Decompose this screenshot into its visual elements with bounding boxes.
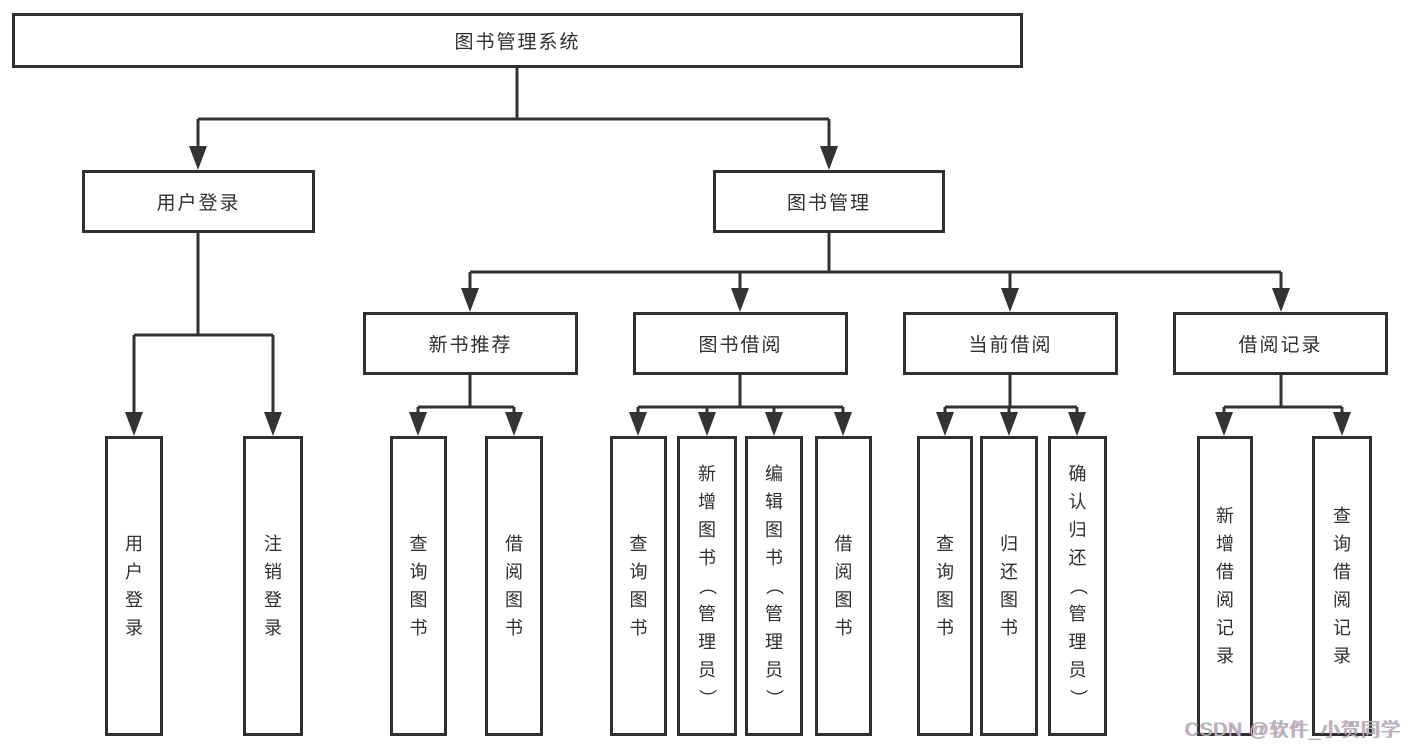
leaf-logout: 注销登录 xyxy=(243,436,303,736)
leaf-label: 借阅图书 xyxy=(834,534,853,638)
node-label: 图书管理 xyxy=(786,193,871,214)
leaf-label: 归还图书 xyxy=(1000,534,1018,638)
leaf-user-login: 用户登录 xyxy=(105,436,163,736)
leaf-query-borrow-record: 查询借阅记录 xyxy=(1312,436,1372,736)
leaf-return-books: 归还图书 xyxy=(980,436,1038,736)
leaf-label: 新增借阅记录 xyxy=(1216,506,1234,666)
node-new-book-recommend: 新书推荐 xyxy=(363,312,578,375)
arrowhead-icon xyxy=(1000,412,1018,436)
leaf-borrow-books: 借阅图书 xyxy=(815,436,872,736)
leaf-borrow-books: 借阅图书 xyxy=(485,436,543,736)
node-label: 图书管理系统 xyxy=(454,32,581,53)
leaf-label: 新增图书（管理员） xyxy=(697,464,717,707)
leaf-query-books: 查询图书 xyxy=(917,436,973,736)
connector-line xyxy=(1222,375,1344,418)
csdn-watermark: CSDN @软件_小贺同学 xyxy=(1185,720,1401,741)
node-library-management-system: 图书管理系统 xyxy=(12,13,1023,68)
leaf-query-books: 查询图书 xyxy=(610,436,667,736)
arrowhead-icon xyxy=(834,412,852,436)
connector-line xyxy=(468,233,1283,294)
arrowhead-icon xyxy=(731,288,749,312)
leaf-label: 编辑图书（管理员） xyxy=(764,464,784,707)
leaf-label: 查询图书 xyxy=(936,534,954,638)
connector-line xyxy=(132,233,275,418)
leaf-label: 确认归还（管理员） xyxy=(1067,464,1088,707)
node-book-management: 图书管理 xyxy=(713,170,945,233)
connector-line xyxy=(416,375,516,418)
leaf-add-books-admin: 新增图书（管理员） xyxy=(677,436,737,736)
leaf-confirm-return-admin: 确认归还（管理员） xyxy=(1048,436,1107,736)
arrowhead-icon xyxy=(264,412,282,436)
arrowhead-icon xyxy=(1001,288,1019,312)
arrowhead-icon xyxy=(461,288,479,312)
arrowhead-icon xyxy=(409,412,427,436)
leaf-label: 查询图书 xyxy=(409,534,428,638)
arrowhead-icon xyxy=(629,412,647,436)
leaf-edit-books-admin: 编辑图书（管理员） xyxy=(745,436,803,736)
arrowhead-icon xyxy=(1215,412,1233,436)
arrowhead-icon xyxy=(125,412,143,436)
leaf-label: 借阅图书 xyxy=(505,534,523,638)
leaf-label: 查询图书 xyxy=(629,534,648,638)
leaf-label: 用户登录 xyxy=(125,534,143,638)
connector-line xyxy=(636,375,845,418)
node-label: 当前借阅 xyxy=(968,335,1053,356)
leaf-label: 查询借阅记录 xyxy=(1333,506,1351,666)
node-label: 新书推荐 xyxy=(428,335,513,356)
node-borrow-records: 借阅记录 xyxy=(1173,312,1388,375)
leaf-query-books: 查询图书 xyxy=(390,436,447,736)
arrowhead-icon xyxy=(765,412,783,436)
arrowhead-icon xyxy=(820,146,838,170)
node-current-borrowing: 当前借阅 xyxy=(903,312,1118,375)
arrowhead-icon xyxy=(698,412,716,436)
arrowhead-icon xyxy=(1068,412,1086,436)
node-label: 用户登录 xyxy=(156,193,241,214)
node-label: 图书借阅 xyxy=(698,335,783,356)
node-label: 借阅记录 xyxy=(1238,335,1323,356)
arrowhead-icon xyxy=(1333,412,1351,436)
node-book-borrowing: 图书借阅 xyxy=(633,312,848,375)
arrowhead-icon xyxy=(189,146,207,170)
arrowhead-icon xyxy=(1272,288,1290,312)
connector-line xyxy=(943,375,1079,418)
arrowhead-icon xyxy=(936,412,954,436)
connector-line xyxy=(196,68,831,153)
arrowhead-icon xyxy=(505,412,523,436)
leaf-add-borrow-record: 新增借阅记录 xyxy=(1197,436,1253,736)
node-user-login: 用户登录 xyxy=(82,170,315,233)
leaf-label: 注销登录 xyxy=(264,534,282,638)
